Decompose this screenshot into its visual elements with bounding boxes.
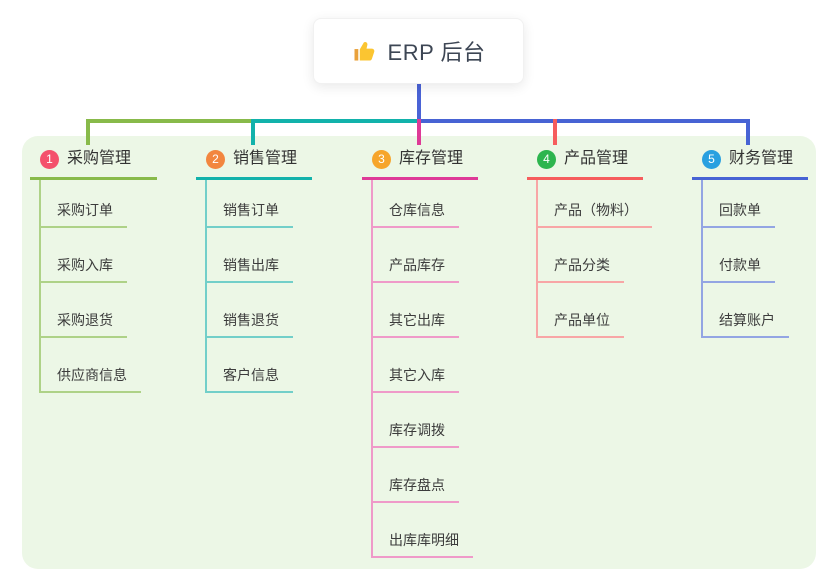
child-node-label: 采购入库 (39, 256, 127, 283)
child-node[interactable]: 供应商信息 (39, 338, 157, 393)
branch-title[interactable]: 3 库存管理 (362, 148, 478, 180)
branch-finance-management: 5 财务管理 回款单付款单结算账户 (692, 148, 808, 338)
drop-connector-procurement (86, 119, 90, 145)
branch-title[interactable]: 4 产品管理 (527, 148, 643, 180)
branch-label: 产品管理 (564, 150, 629, 167)
child-node[interactable]: 仓库信息 (371, 180, 478, 228)
branch-number-badge: 5 (702, 149, 721, 169)
child-node[interactable]: 销售订单 (205, 180, 312, 228)
child-node-label: 销售订单 (205, 201, 293, 228)
drop-connector-sales (251, 119, 255, 145)
branch-children: 产品（物料） 产品分类产品单位 (536, 180, 652, 338)
branch-number-badge: 3 (372, 149, 391, 169)
child-node[interactable]: 其它出库 (371, 283, 478, 338)
child-node[interactable]: 产品分类 (536, 228, 652, 283)
branch-label: 销售管理 (233, 150, 298, 167)
branch-children: 销售订单销售出库销售退货客户信息 (205, 180, 312, 393)
branch-children: 仓库信息产品库存其它出库其它入库库存调拨库存盘点出库库明细 (371, 180, 478, 558)
child-node-label: 产品分类 (536, 256, 624, 283)
child-node-label: 产品单位 (536, 311, 624, 338)
child-node-label: 供应商信息 (39, 366, 141, 393)
child-node-label: 付款单 (701, 256, 775, 283)
child-node[interactable]: 客户信息 (205, 338, 312, 393)
branch-title[interactable]: 5 财务管理 (692, 148, 808, 180)
child-node-label: 采购订单 (39, 201, 127, 228)
child-node[interactable]: 销售退货 (205, 283, 312, 338)
child-node-label: 产品库存 (371, 256, 459, 283)
child-node[interactable]: 产品单位 (536, 283, 652, 338)
child-node[interactable]: 产品库存 (371, 228, 478, 283)
branch-inventory-management: 3 库存管理 仓库信息产品库存其它出库其它入库库存调拨库存盘点出库库明细 (362, 148, 478, 558)
thumbs-up-icon (352, 38, 378, 64)
child-node[interactable]: 采购入库 (39, 228, 157, 283)
child-node-label: 回款单 (701, 201, 775, 228)
child-node-label: 仓库信息 (371, 201, 459, 228)
child-node[interactable]: 采购订单 (39, 180, 157, 228)
root-stem-connector (417, 84, 421, 121)
child-node-label: 其它入库 (371, 366, 459, 393)
branch-number-badge: 1 (40, 149, 59, 169)
child-node[interactable]: 采购退货 (39, 283, 157, 338)
branch-children: 回款单付款单结算账户 (701, 180, 808, 338)
branch-procurement-management: 1 采购管理 采购订单采购入库采购退货供应商信息 (30, 148, 157, 393)
child-node[interactable]: 其它入库 (371, 338, 478, 393)
drop-connector-finance (746, 119, 750, 145)
child-node-label: 结算账户 (701, 311, 789, 338)
bus-connector-finance (419, 119, 750, 123)
branch-label: 库存管理 (399, 150, 464, 167)
branch-label: 财务管理 (729, 150, 794, 167)
root-node-label: ERP 后台 (387, 40, 486, 65)
child-node-label: 采购退货 (39, 311, 127, 338)
child-node[interactable]: 库存调拨 (371, 393, 478, 448)
child-node[interactable]: 结算账户 (701, 283, 808, 338)
branch-title[interactable]: 1 采购管理 (30, 148, 157, 180)
branch-number-badge: 2 (206, 149, 225, 169)
child-node-label: 其它出库 (371, 311, 459, 338)
branch-sales-management: 2 销售管理 销售订单销售出库销售退货客户信息 (196, 148, 312, 393)
drop-connector-product (553, 119, 557, 145)
bus-connector-sales (253, 119, 419, 123)
child-node[interactable]: 付款单 (701, 228, 808, 283)
child-node-label: 产品（物料） (536, 201, 652, 228)
child-node-label: 库存调拨 (371, 421, 459, 448)
branch-children: 采购订单采购入库采购退货供应商信息 (39, 180, 157, 393)
branch-product-management: 4 产品管理 产品（物料） 产品分类产品单位 (527, 148, 652, 338)
mindmap-background-panel (22, 136, 816, 569)
child-node[interactable]: 销售出库 (205, 228, 312, 283)
branch-title[interactable]: 2 销售管理 (196, 148, 312, 180)
child-node-label: 库存盘点 (371, 476, 459, 503)
child-node-label: 出库库明细 (371, 531, 473, 558)
root-node[interactable]: ERP 后台 (313, 18, 524, 84)
bus-connector-procurement (86, 119, 253, 123)
child-node-label: 销售出库 (205, 256, 293, 283)
child-node[interactable]: 出库库明细 (371, 503, 478, 558)
child-node[interactable]: 库存盘点 (371, 448, 478, 503)
child-node-label: 客户信息 (205, 366, 293, 393)
child-node[interactable]: 回款单 (701, 180, 808, 228)
drop-connector-inventory (417, 119, 421, 145)
branch-number-badge: 4 (537, 149, 556, 169)
child-node-label: 销售退货 (205, 311, 293, 338)
branch-label: 采购管理 (67, 150, 132, 167)
child-node[interactable]: 产品（物料） (536, 180, 652, 228)
